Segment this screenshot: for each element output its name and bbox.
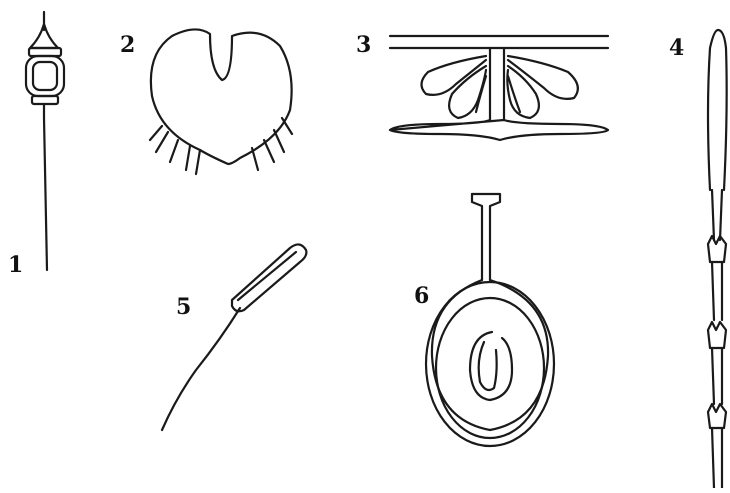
figure-2-drawing	[150, 29, 292, 174]
figure-1-drawing	[26, 12, 64, 270]
figure-5-drawing	[162, 244, 306, 430]
figure-label-1: 1	[8, 254, 23, 276]
figure-6-drawing	[426, 194, 554, 446]
figure-label-2: 2	[120, 34, 135, 56]
figure-label-6: 6	[414, 285, 429, 307]
figure-label-3: 3	[356, 34, 371, 56]
figure-label-5: 5	[176, 296, 191, 318]
figure-3-drawing	[390, 36, 608, 140]
figure-4-drawing	[708, 30, 727, 488]
figure-label-4: 4	[669, 37, 684, 59]
